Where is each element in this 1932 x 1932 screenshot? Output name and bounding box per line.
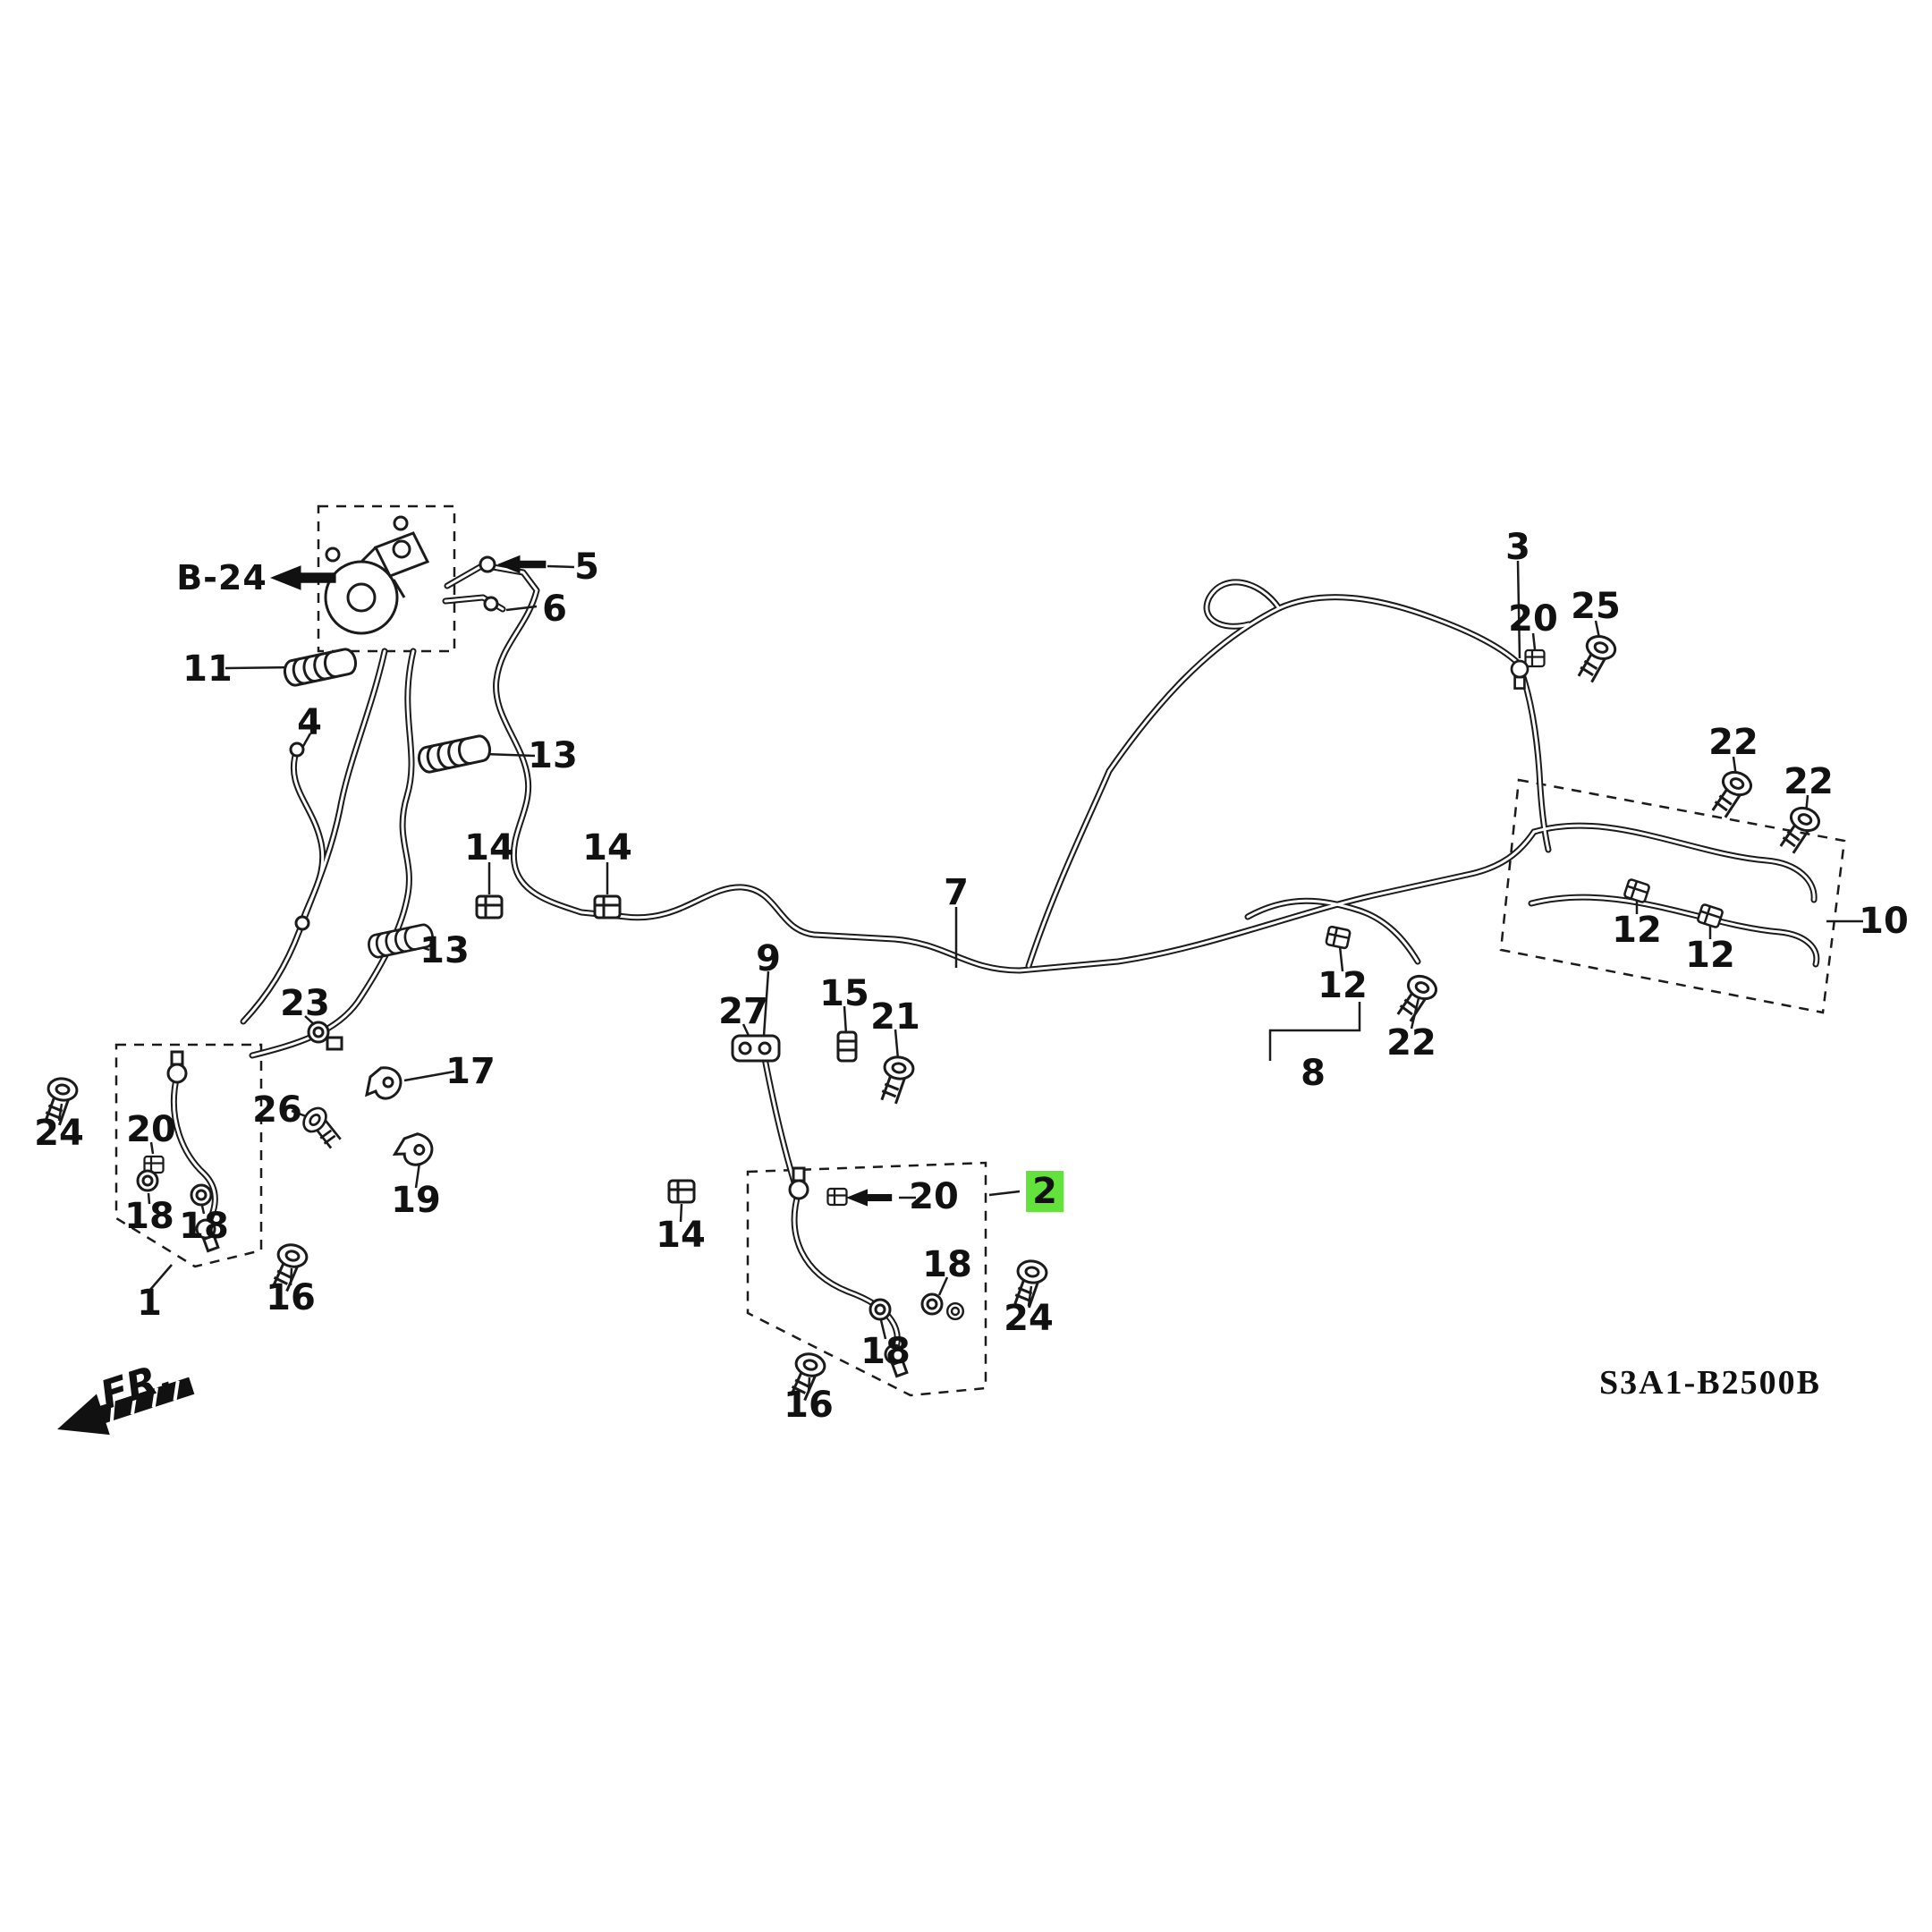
callout-12[interactable]: 12 — [1612, 910, 1662, 951]
small-parts — [42, 631, 1824, 1404]
callout-18[interactable]: 18 — [124, 1196, 174, 1237]
callout-13[interactable]: 13 — [419, 930, 470, 971]
reference-arrows — [57, 555, 893, 1436]
callout-14[interactable]: 14 — [464, 827, 514, 869]
callout-19[interactable]: 19 — [391, 1180, 441, 1221]
callout-18[interactable]: 18 — [179, 1206, 229, 1247]
callout-14[interactable]: 14 — [656, 1215, 706, 1256]
callout-b24[interactable]: B-24 — [176, 558, 267, 597]
callout-18[interactable]: 18 — [860, 1331, 911, 1372]
callout-12[interactable]: 12 — [1685, 935, 1735, 976]
callout-22[interactable]: 22 — [1784, 761, 1834, 802]
callout-2[interactable]: 2 — [1026, 1171, 1063, 1212]
fr-direction-arrow-icon — [57, 1377, 195, 1436]
front-right-hose-box — [746, 1161, 987, 1397]
callout-3[interactable]: 3 — [1505, 527, 1530, 568]
proportioning-valve — [324, 515, 499, 635]
callout-20[interactable]: 20 — [909, 1176, 959, 1217]
callout-26[interactable]: 26 — [252, 1089, 302, 1131]
front-left-hose-box — [114, 1043, 263, 1268]
callout-16[interactable]: 16 — [266, 1277, 316, 1318]
callout-18[interactable]: 18 — [922, 1244, 972, 1285]
callout-24[interactable]: 24 — [1004, 1298, 1054, 1339]
callout-17[interactable]: 17 — [445, 1051, 496, 1092]
callout-5[interactable]: 5 — [574, 547, 599, 588]
callout-14[interactable]: 14 — [582, 827, 632, 869]
callout-13[interactable]: 13 — [528, 735, 578, 776]
callout-10[interactable]: 10 — [1859, 901, 1909, 942]
callout-21[interactable]: 21 — [870, 996, 920, 1038]
callout-20[interactable]: 20 — [1508, 598, 1558, 640]
part-pipe-end — [289, 741, 305, 758]
callout-12[interactable]: 12 — [1318, 965, 1368, 1006]
part-small-block — [326, 1036, 343, 1051]
callout-4[interactable]: 4 — [297, 702, 322, 743]
callout-23[interactable]: 23 — [280, 983, 330, 1024]
part-pipe-end — [294, 915, 310, 931]
callout-25[interactable]: 25 — [1571, 586, 1621, 627]
callout-7[interactable]: 7 — [944, 872, 969, 913]
callout-6[interactable]: 6 — [542, 589, 567, 630]
callout-15[interactable]: 15 — [819, 973, 869, 1014]
callout-20[interactable]: 20 — [126, 1109, 176, 1150]
rear-pipe-box — [1499, 778, 1846, 1014]
callout-1[interactable]: 1 — [137, 1283, 162, 1324]
callout-16[interactable]: 16 — [784, 1385, 834, 1426]
callout-11[interactable]: 11 — [182, 648, 233, 690]
callout-8[interactable]: 8 — [1301, 1053, 1326, 1094]
callout-22[interactable]: 22 — [1386, 1022, 1436, 1063]
diagram-part-code: S3A1-B2500B — [1599, 1364, 1821, 1402]
callout-24[interactable]: 24 — [34, 1113, 84, 1154]
callout-9[interactable]: 9 — [756, 938, 781, 979]
callout-22[interactable]: 22 — [1708, 722, 1758, 763]
callout-27[interactable]: 27 — [718, 991, 768, 1032]
